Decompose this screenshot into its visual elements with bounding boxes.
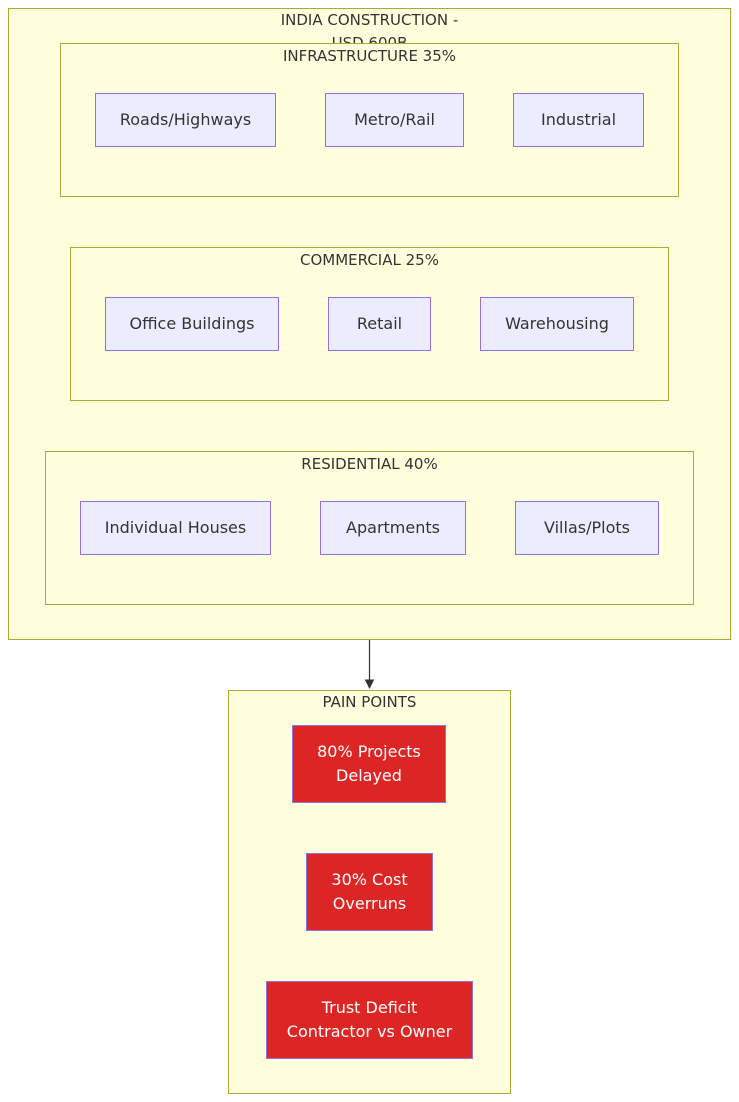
india-construction-title-line1: INDIA CONSTRUCTION - [280, 11, 459, 29]
node-cost-overruns-line2: Overruns [332, 894, 407, 913]
residential-title: RESIDENTIAL 40% [301, 455, 438, 473]
node-trust-deficit-line1: Trust Deficit [321, 998, 418, 1017]
node-retail: Retail [328, 297, 431, 351]
node-projects-delayed-line2: Delayed [336, 766, 402, 785]
node-projects-delayed: 80% Projects Delayed [292, 725, 446, 803]
node-cost-overruns: 30% Cost Overruns [306, 853, 433, 931]
pain-points-title: PAIN POINTS [322, 693, 417, 711]
node-office-buildings: Office Buildings [105, 297, 279, 351]
commercial-title: COMMERCIAL 25% [300, 251, 439, 269]
node-industrial: Industrial [513, 93, 644, 147]
node-roads-highways: Roads/Highways [95, 93, 276, 147]
node-projects-delayed-line1: 80% Projects [317, 742, 421, 761]
node-trust-deficit-line2: Contractor vs Owner [286, 1022, 453, 1041]
node-individual-houses: Individual Houses [80, 501, 271, 555]
node-trust-deficit: Trust Deficit Contractor vs Owner [266, 981, 473, 1059]
node-cost-overruns-line1: 30% Cost [331, 870, 408, 889]
node-warehousing: Warehousing [480, 297, 634, 351]
node-apartments: Apartments [320, 501, 466, 555]
infrastructure-title: INFRASTRUCTURE 35% [282, 47, 457, 65]
node-metro-rail: Metro/Rail [325, 93, 464, 147]
node-villas-plots: Villas/Plots [515, 501, 659, 555]
